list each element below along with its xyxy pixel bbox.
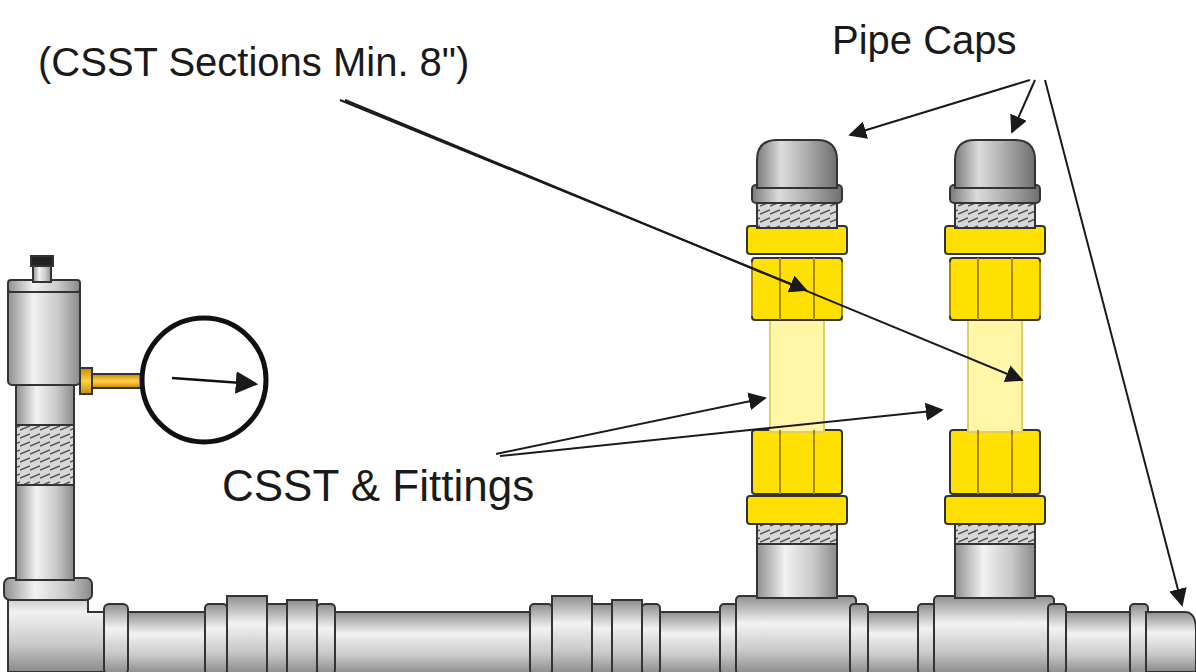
caps-label: Pipe Caps bbox=[832, 18, 1017, 62]
fittings-label: CSST & Fittings bbox=[222, 462, 534, 510]
sections-label: (CSST Sections Min. 8") bbox=[38, 40, 469, 84]
